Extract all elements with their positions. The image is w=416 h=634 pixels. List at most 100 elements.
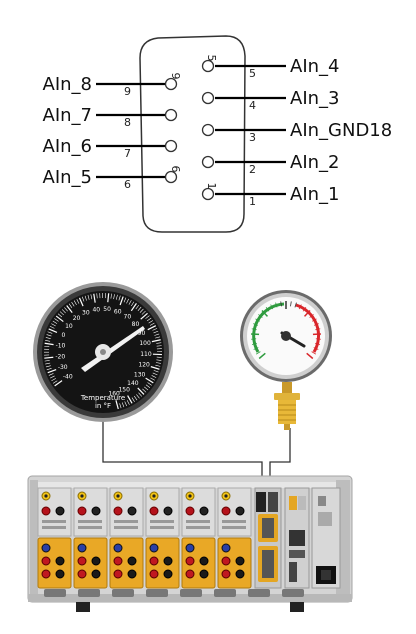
dial-tick <box>51 323 56 327</box>
gauge-ticks <box>251 301 321 360</box>
input-module <box>73 487 108 589</box>
dial-tick <box>52 380 58 384</box>
dial-tick <box>156 359 162 361</box>
dial-tick <box>52 320 58 324</box>
dial-tick <box>45 365 51 368</box>
dial-tick <box>84 295 87 301</box>
dial-tick <box>76 299 80 304</box>
dial-tick <box>49 375 55 379</box>
instrument-foot-right <box>290 602 304 612</box>
dial-tick <box>107 293 110 303</box>
dial-tick <box>140 312 148 320</box>
dial-tick <box>128 300 132 305</box>
dial-scale-label: 80 <box>132 321 140 328</box>
dial-tick <box>145 377 154 384</box>
gauge-tick <box>306 352 314 360</box>
dial-tick <box>78 297 84 307</box>
right-pin-label: AIn_3 <box>290 88 339 109</box>
right-pin-number: 2 <box>249 163 256 176</box>
dial-tick <box>57 313 63 318</box>
dial-scale-label: -20 <box>55 353 65 360</box>
dial-scale-label: 50 <box>103 306 111 313</box>
gauge-tick <box>280 301 282 307</box>
gauge-tick <box>311 318 317 322</box>
dial-scale-label: 120 <box>138 362 150 369</box>
dial-tick <box>145 384 151 388</box>
dial-tick <box>64 307 68 312</box>
pin-socket <box>201 59 215 73</box>
left-pin-label: AIn_7 <box>43 105 92 126</box>
bottom-connector <box>146 589 168 597</box>
left-pin-label: AIn_8 <box>43 74 92 95</box>
dial-scale-label: -40 <box>63 374 73 381</box>
input-module <box>145 487 180 589</box>
gauge-tick <box>311 351 317 355</box>
left-pin-mark: 9 <box>169 73 182 80</box>
dial-caption-line2: in °F <box>95 402 111 410</box>
dial-hub-center <box>100 349 106 355</box>
dial-tick <box>153 370 159 373</box>
dial-caption-line1: Temperature <box>80 394 125 402</box>
dial-tick <box>71 301 75 307</box>
gauge-tick <box>298 304 302 310</box>
dial-tick <box>48 328 58 334</box>
gauge-hub <box>281 331 291 341</box>
dial-tick <box>151 339 161 343</box>
left-pin-number: 7 <box>124 147 131 160</box>
bottom-connector <box>112 589 134 597</box>
dial-tick <box>135 304 140 310</box>
dial-scale-label: 20 <box>73 315 81 322</box>
dial-tick <box>152 328 158 331</box>
gauge-tick <box>315 342 321 345</box>
dial-tick <box>121 402 125 408</box>
dial-tick <box>150 366 160 370</box>
gauge-tick <box>315 328 321 331</box>
dial-scale-label: 60 <box>114 309 122 316</box>
dial-scale-label: 160 <box>108 391 120 398</box>
dial-tick <box>49 325 55 329</box>
dial-tick <box>81 296 85 302</box>
dial-tick <box>151 375 157 378</box>
dial-needle <box>81 326 145 372</box>
dial-tick <box>96 293 98 299</box>
dial-tick <box>46 368 52 371</box>
pin-socket <box>201 91 215 105</box>
bottom-connector <box>248 589 270 597</box>
dial-tick <box>147 325 157 331</box>
pin-socket <box>164 139 178 153</box>
dial-tick <box>127 395 133 404</box>
dial-tick <box>119 296 124 306</box>
dial-tick <box>155 362 161 364</box>
dial-tick <box>136 394 140 399</box>
dial-scale-label: -30 <box>58 364 68 371</box>
gauge-tick <box>290 301 292 307</box>
left-pin-label: AIn_5 <box>43 167 92 188</box>
dial-scale-label: 0 <box>62 332 66 339</box>
right-pin-number: 4 <box>249 99 256 112</box>
dial-scale-label: -10 <box>56 343 66 350</box>
dial-tick <box>153 330 159 334</box>
dial-tick <box>155 364 161 367</box>
dial-tick <box>47 331 53 334</box>
dial-tick <box>139 308 144 313</box>
right-pin-number: 3 <box>249 131 256 144</box>
dial-tick <box>131 397 135 402</box>
right-pin-mark: 5 <box>205 55 218 62</box>
dial-scale-label: 90 <box>138 330 146 337</box>
gauge-tick <box>255 318 261 322</box>
pin-socket <box>164 170 178 184</box>
dial-tick <box>45 362 51 365</box>
dial-tick <box>146 317 152 322</box>
dial-tick <box>119 403 122 409</box>
pin-socket <box>164 77 178 91</box>
pin-socket <box>201 187 215 201</box>
dial-tick <box>87 294 90 300</box>
controller-panel <box>254 487 341 589</box>
dial-scale-label: 30 <box>82 310 90 317</box>
dial-tick <box>148 320 154 324</box>
gauge-tick <box>303 310 311 317</box>
dial-tick <box>44 342 54 346</box>
